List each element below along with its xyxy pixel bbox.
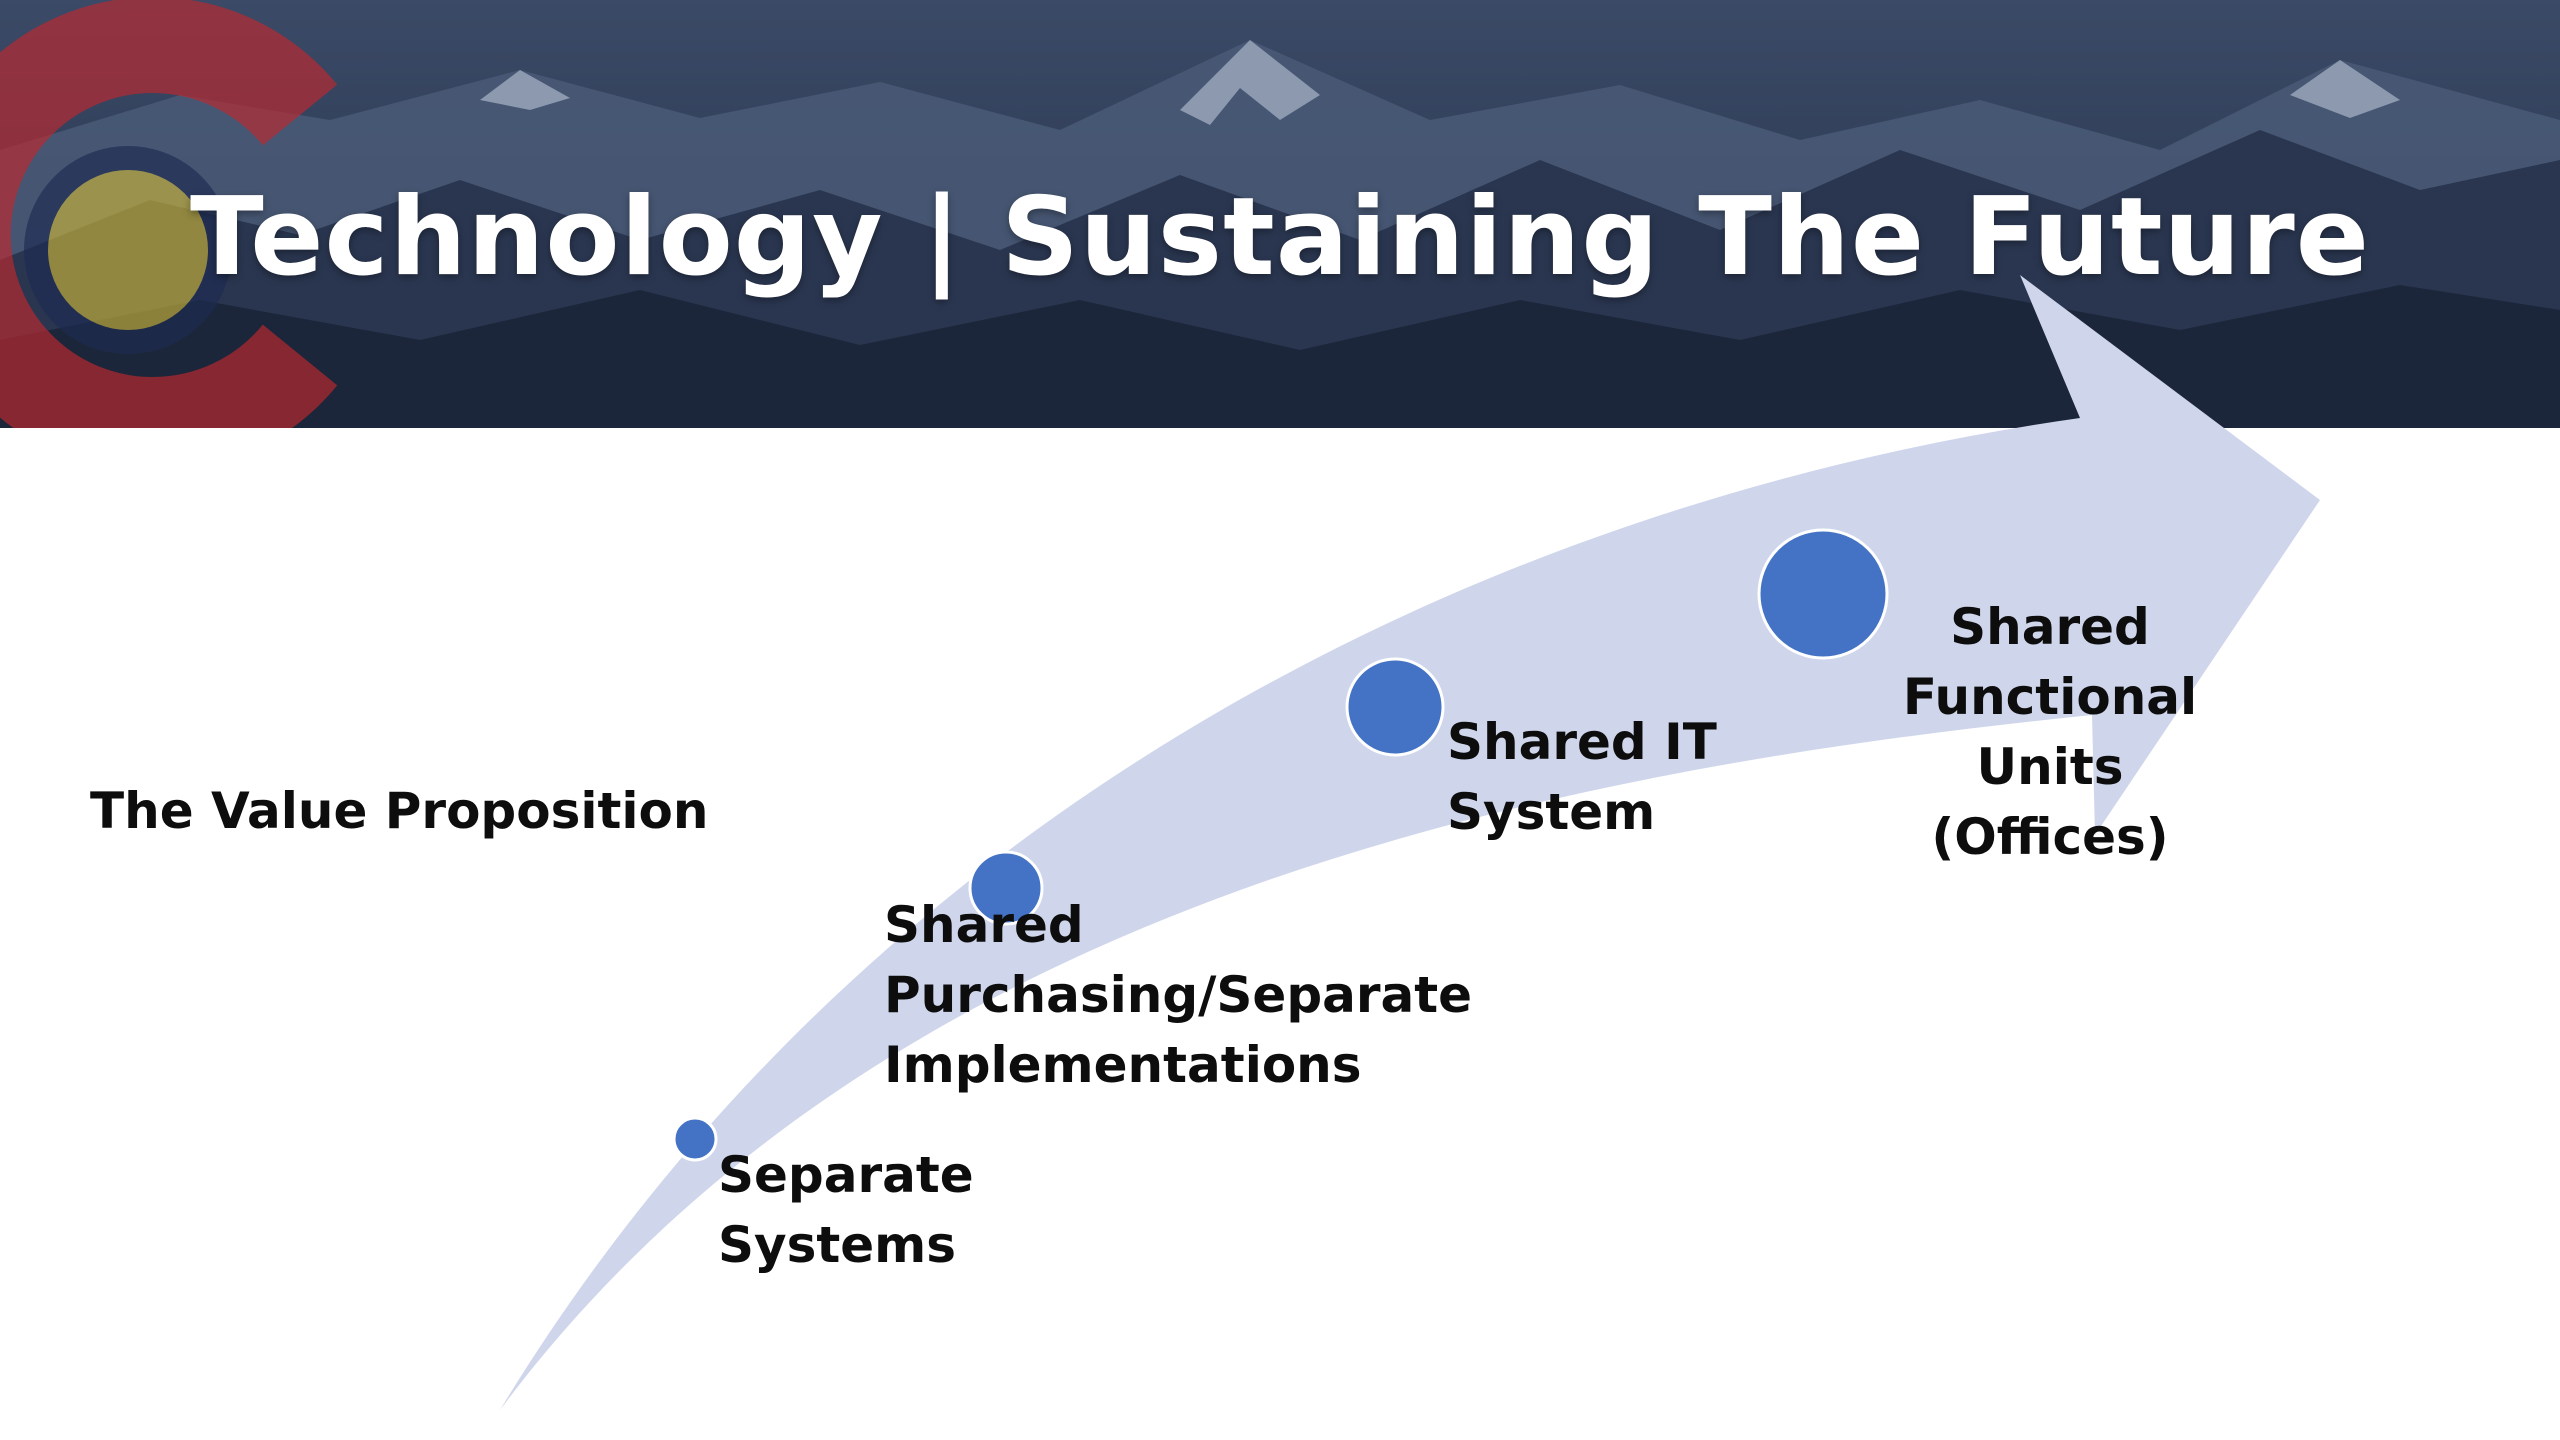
stage-dot-4 [1757, 528, 1889, 660]
colorado-logo [0, 0, 338, 428]
stage-dot-1 [672, 1116, 718, 1162]
stage-label-line: Functional [1902, 668, 2198, 726]
mountain-banner [0, 0, 2560, 428]
mountain-range-front [0, 285, 2560, 428]
stage-label-shared-purchasing: Shared Purchasing/Separate Implementatio… [884, 890, 1472, 1100]
stage-dot-3 [1345, 657, 1445, 757]
stage-label-line: Shared [884, 896, 1084, 954]
stage-label-shared-it-system: Shared IT System [1447, 707, 1717, 847]
value-proposition-label: The Value Proposition [90, 782, 709, 840]
stage-label-shared-functional-units: Shared Functional Units (Offices) [1880, 592, 2220, 872]
stage-label-line: Systems [718, 1216, 957, 1274]
stage-label-line: Shared IT [1447, 713, 1717, 771]
stage-label-line: Separate [718, 1146, 974, 1204]
stage-label-line: Shared [1950, 598, 2150, 656]
stage-label-line: (Offices) [1931, 808, 2169, 866]
stage-label-line: Implementations [884, 1036, 1362, 1094]
stage-dot-2 [968, 850, 1044, 926]
stage-label-line: Purchasing/Separate [884, 966, 1473, 1024]
slide-title: Technology | Sustaining The Future [189, 175, 2371, 300]
stage-label-separate-systems: Separate Systems [718, 1140, 974, 1280]
stage-label-line: System [1447, 783, 1656, 841]
stage-label-line: Units [1976, 738, 2124, 796]
